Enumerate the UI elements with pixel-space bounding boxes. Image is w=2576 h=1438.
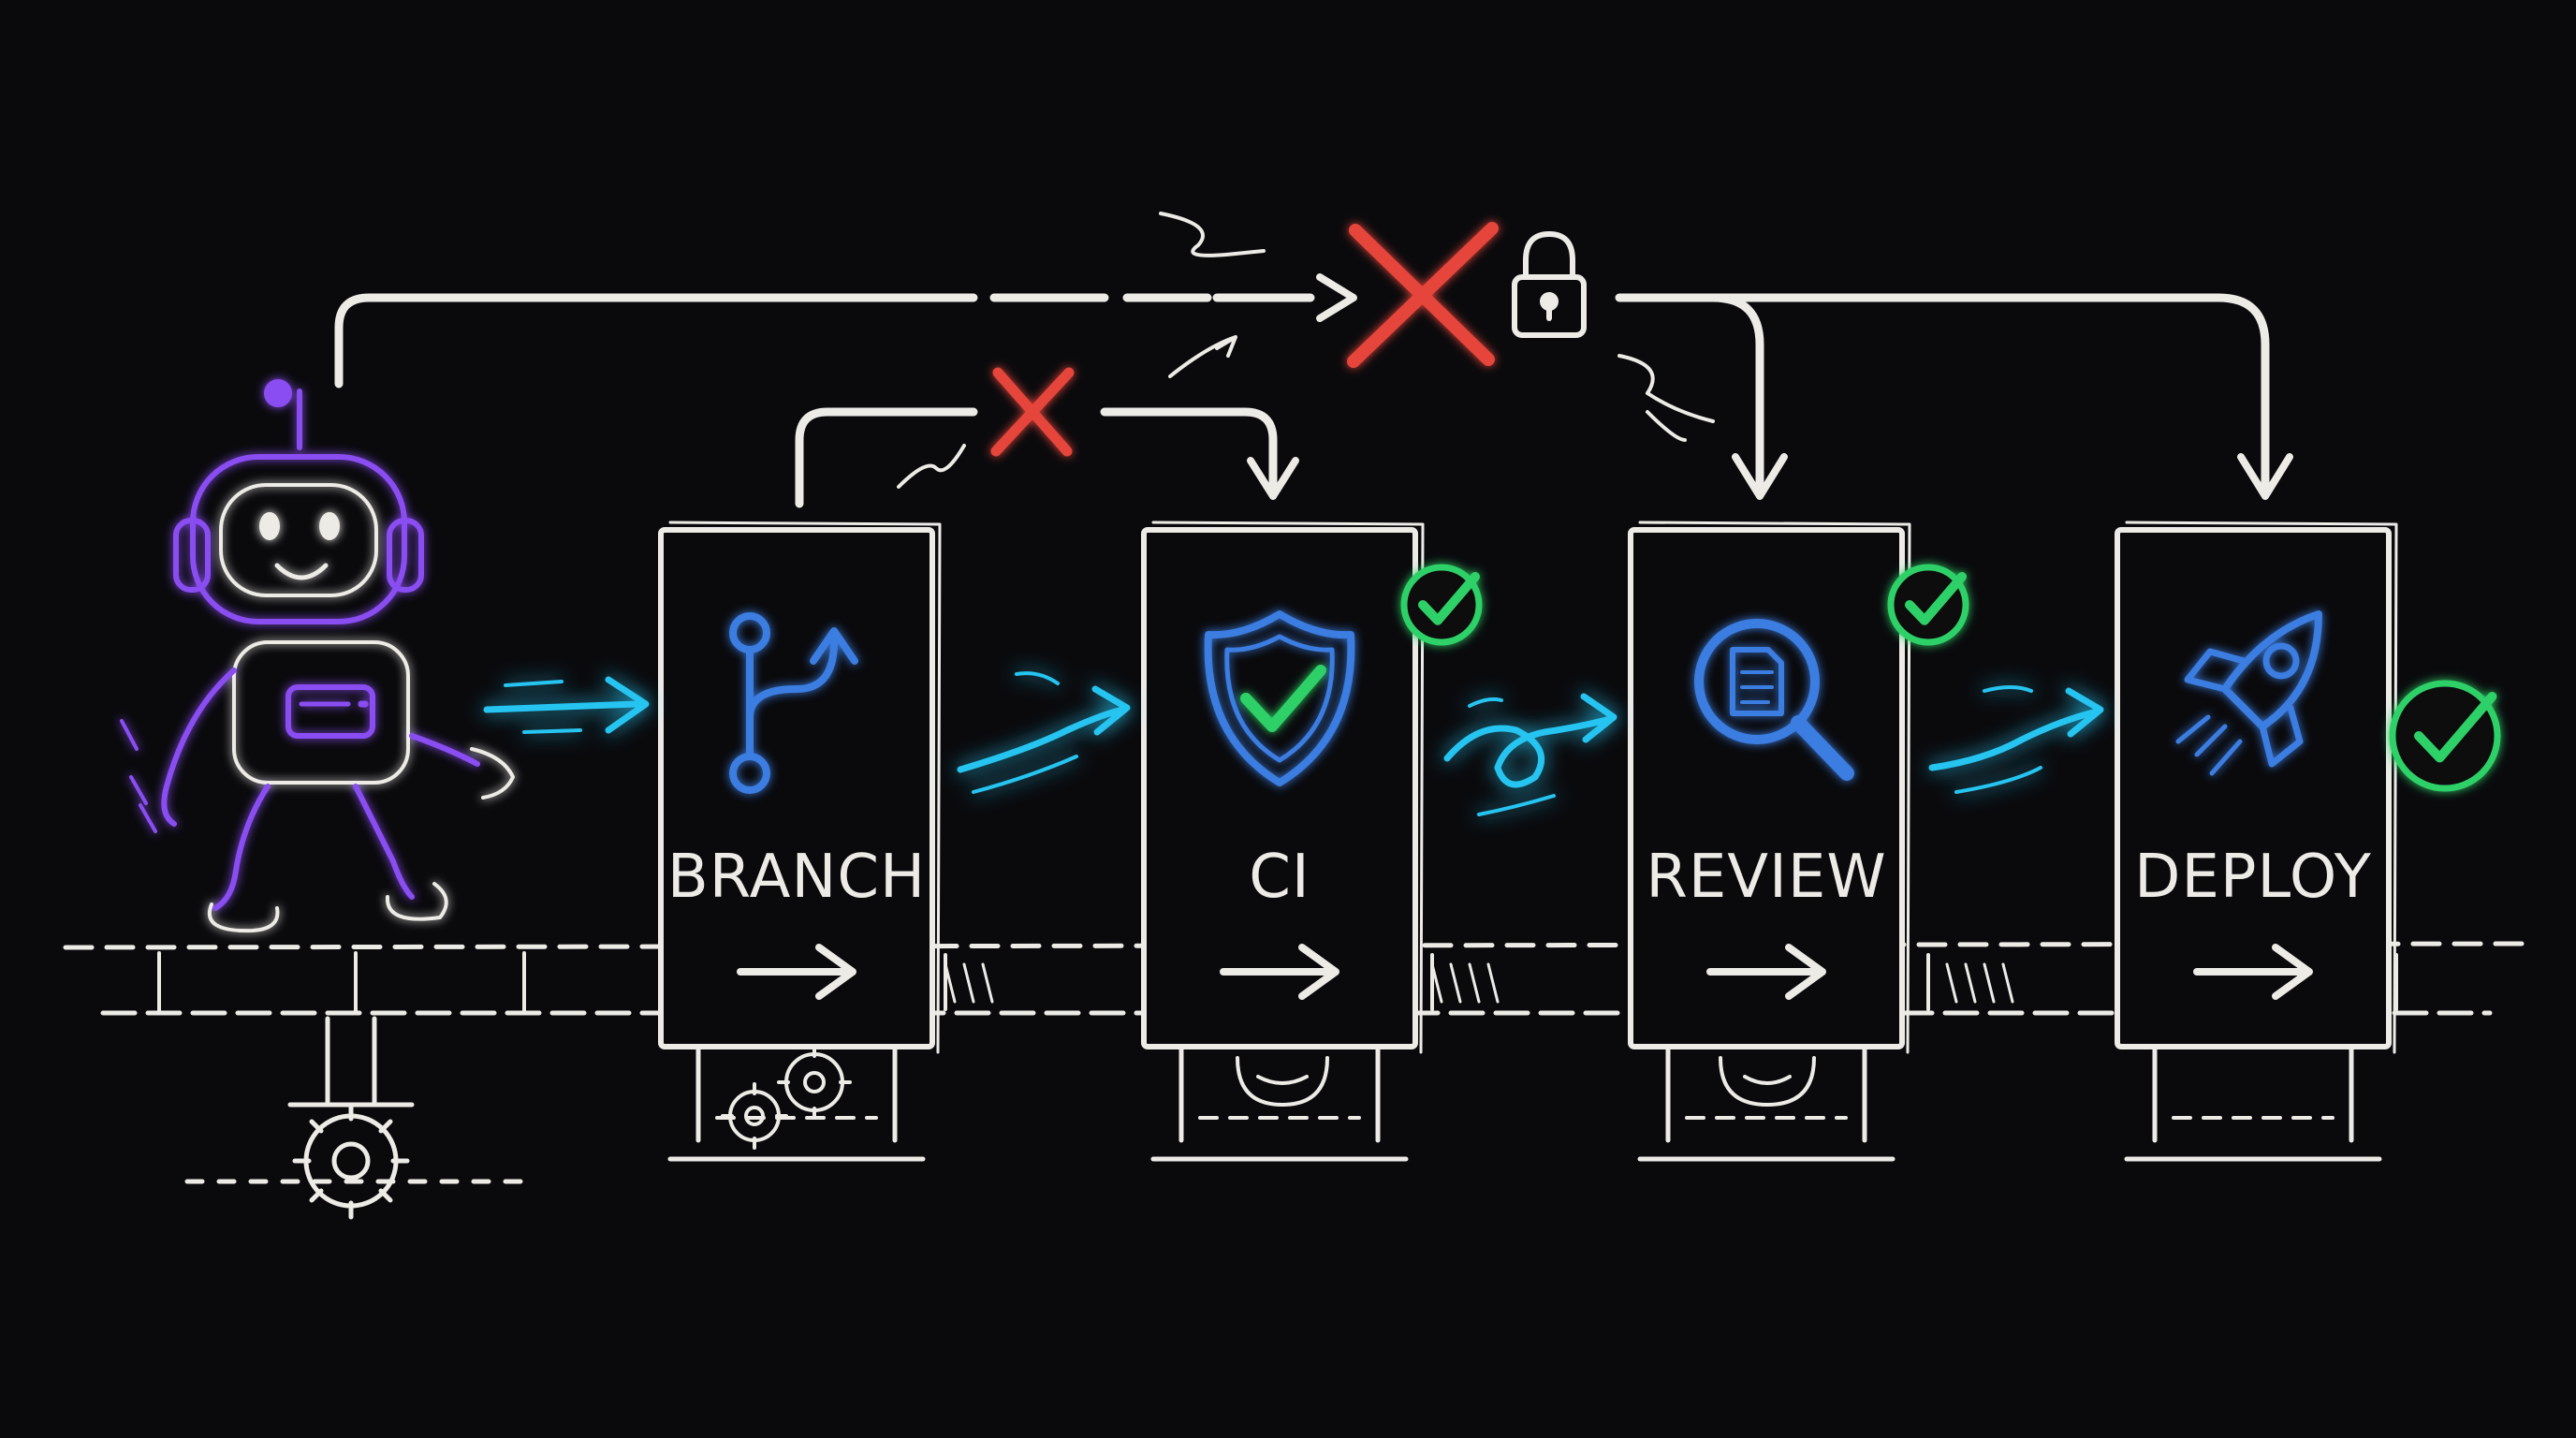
stage-stand [667,1044,926,1162]
check-circle-icon [1887,564,1969,646]
x-icon [1347,222,1499,368]
gear-icon [777,1045,852,1120]
stage-label: DEPLOY [2134,843,2372,912]
x-icon [990,367,1075,457]
flow-arrow-ci-to-review [1443,693,1617,816]
check-circle-icon [2389,680,2501,792]
robot-icon [120,379,515,933]
pedestal-gear-icon [184,1016,527,1220]
flow-arrow-agent-to-branch [483,676,650,734]
document-search-icon [1694,619,1854,781]
stage-branch: BRANCH [658,521,942,1162]
stage-panel [2115,527,2392,1049]
stage-gears [721,1045,1816,1150]
flow-arrow-branch-to-ci [957,671,1131,794]
stage-stand [1150,1044,1409,1162]
arrow-right-icon [2193,944,2313,1000]
rocket-icon [2175,610,2322,776]
bypass-route-agent-to-review [334,212,1788,500]
check-circle-icon [1400,564,1483,646]
git-branch-icon [729,612,858,794]
arrow-right-icon [1220,944,1339,1000]
stage-ci: CI [1141,521,1483,1162]
bypass-route-branch-to-ci [795,407,1299,508]
stage-panel [658,527,935,1049]
lock-icon [1512,231,1587,338]
stage-stand [1637,1044,1895,1162]
stage-review: REVIEW [1628,521,1969,1162]
shield-check-icon [1204,610,1355,786]
stage-label: REVIEW [1646,843,1886,912]
bypass-routes [334,212,2293,508]
flow-arrows [483,671,2104,816]
robot-agent [120,379,515,933]
bypass-route-agent-to-deploy [1615,293,2293,500]
arrow-right-icon [1706,944,1826,1000]
arrow-right-icon [737,944,856,1000]
stages-layer: BRANCH CI REVIEW DEPLOY [658,521,2501,1162]
flow-arrow-review-to-deploy [1928,685,2104,794]
stage-stand [2124,1044,2382,1162]
gear-icon [1719,1056,1816,1107]
stage-label: CI [1249,843,1310,912]
stage-deploy: DEPLOY [2115,521,2501,1162]
blocked-marks [990,222,1499,457]
gear-icon [721,1082,788,1150]
stage-label: BRANCH [667,843,926,912]
gear-icon [1236,1056,1329,1107]
